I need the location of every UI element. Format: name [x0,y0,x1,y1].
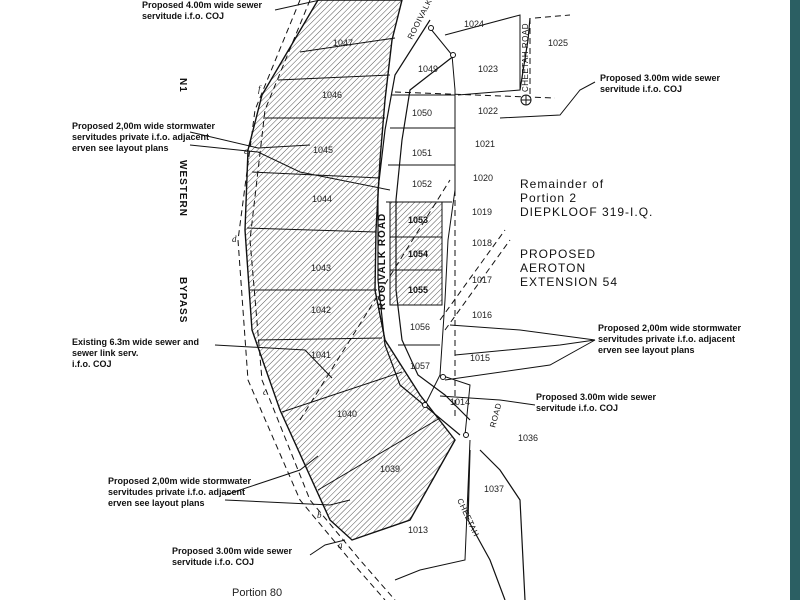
note-sewer-3m-bottom-line1: Proposed 3.00m wide sewer [172,546,293,556]
cheetah-road-bottom [479,449,526,600]
hatched-erven-inner [389,201,443,306]
cheetah-road-top-label: CHEETAH ROAD [521,23,530,92]
note-existing-line1: Existing 6.3m wide sewer and [72,337,199,347]
erf-label: 1040 [337,409,357,419]
leader-lines [189,0,596,556]
erf-label: 1056 [410,322,430,332]
erf-label: 1013 [408,525,428,535]
note-existing-line3: i.f.o. COJ [72,359,112,369]
erf-blocks-east [386,14,521,581]
note-sewer-3m-mid-line2: servitude i.f.o. COJ [536,403,618,413]
rooivalk-road-top-label: ROOIVALK R [406,0,438,41]
note-sewer-3m-mid-line1: Proposed 3.00m wide sewer [536,392,657,402]
point-e: e [244,146,248,156]
remainder-line2: Portion 2 [520,191,577,205]
boundary-nodes [422,25,469,438]
erf-label: 1052 [412,179,432,189]
erf-labels-east: 1024 1023 1022 1021 1020 1019 1018 1017 … [450,19,498,407]
portion-80-label: Portion 80 [232,587,282,599]
note-sewer-4m-line2: servitude i.f.o. COJ [142,11,224,21]
erf-label: 1053 [408,215,428,225]
erf-label: 1055 [408,285,428,295]
proposed-line3: EXTENSION 54 [520,275,618,289]
note-sewer-3m-top-line2: servitude i.f.o. COJ [600,84,682,94]
note-sewer-3m-top-line1: Proposed 3.00m wide sewer [600,73,721,83]
note-storm-left-line1: Proposed 2,00m wide stormwater [72,121,216,131]
note-storm-left-line3: erven see layout plans [72,143,169,153]
erf-label: 1014 [450,397,470,407]
note-existing-line2: sewer link serv. [72,348,138,358]
erf-label: 1015 [470,353,490,363]
erf-label: 1044 [312,194,332,204]
bypass-bypass-label: BYPASS [177,277,188,323]
dashed-boundaries [237,0,571,600]
cheetah-road-bottom-inner [467,449,506,600]
erf-label: 1037 [484,484,504,494]
proposed-line2: AEROTON [520,261,586,275]
erf-label: 1054 [408,249,428,259]
road-mid-label: ROAD [488,402,503,429]
note-storm-right-line2: servitudes private i.f.o. adjacent [598,334,735,344]
erf-label: 1051 [412,148,432,158]
erf-label: 1024 [464,19,484,29]
erf-labels-inner: 1049 1050 1051 1052 1053 1054 1055 1056 … [408,64,438,371]
note-sewer-3m-bottom-line2: servitude i.f.o. COJ [172,557,254,567]
note-storm-bottom-line2: servitudes private i.f.o. adjacent [108,487,245,497]
erf-label: 1047 [333,38,353,48]
erf-label: 1020 [473,173,493,183]
point-b: b [317,510,322,520]
erf-label: 1021 [475,139,495,149]
erf-label: 1019 [472,207,492,217]
erf-label: 1016 [472,310,492,320]
cheetah-road-top [519,17,531,91]
note-storm-bottom-line1: Proposed 2,00m wide stormwater [108,476,252,486]
erf-label: 1023 [478,64,498,74]
erf-labels-west: 1047 1046 1045 1044 1043 1042 1041 1040 … [311,38,400,474]
erf-label: 1018 [472,238,492,248]
point-a: a [338,540,343,550]
point-c: c [263,387,267,397]
erf-label: 1050 [412,108,432,118]
note-storm-left-line2: servitudes private i.f.o. adjacent [72,132,209,142]
note-sewer-4m-line1: Proposed 4.00m wide sewer [142,0,263,10]
erf-label: 1025 [548,38,568,48]
proposed-line1: PROPOSED [520,247,596,261]
erf-label: 1049 [418,64,438,74]
erf-label: 1039 [380,464,400,474]
note-storm-bottom-line3: erven see layout plans [108,498,205,508]
hatched-erven-west [244,0,456,541]
rooivalk-road-west-edge [377,19,461,436]
rooivalk-road-label: ROOIVALK ROAD [377,213,388,310]
point-d: d [232,234,237,244]
remainder-line1: Remainder of [520,177,604,191]
erf-label: 1046 [322,90,342,100]
erf-label: 1045 [313,145,333,155]
erf-label: 1041 [311,350,331,360]
note-storm-right-line3: erven see layout plans [598,345,695,355]
rooivalk-road-east-edge [395,54,471,421]
bypass-western-label: WESTERN [177,160,188,217]
erf-label: 1017 [472,275,492,285]
erf-label: 1043 [311,263,331,273]
erf-label: 1057 [410,361,430,371]
manhole-icon [520,94,532,106]
note-storm-right-line1: Proposed 2,00m wide stormwater [598,323,742,333]
point-f: f [258,84,262,94]
erf-label: 1022 [478,106,498,116]
erf-label: 1042 [311,305,331,315]
remainder-line3: DIEPKLOOF 319-I.Q. [520,205,653,219]
erf-label: 1036 [518,433,538,443]
erf-labels-other: 1025 1036 1037 1013 [408,38,568,535]
bypass-n1-label: N1 [177,78,188,93]
